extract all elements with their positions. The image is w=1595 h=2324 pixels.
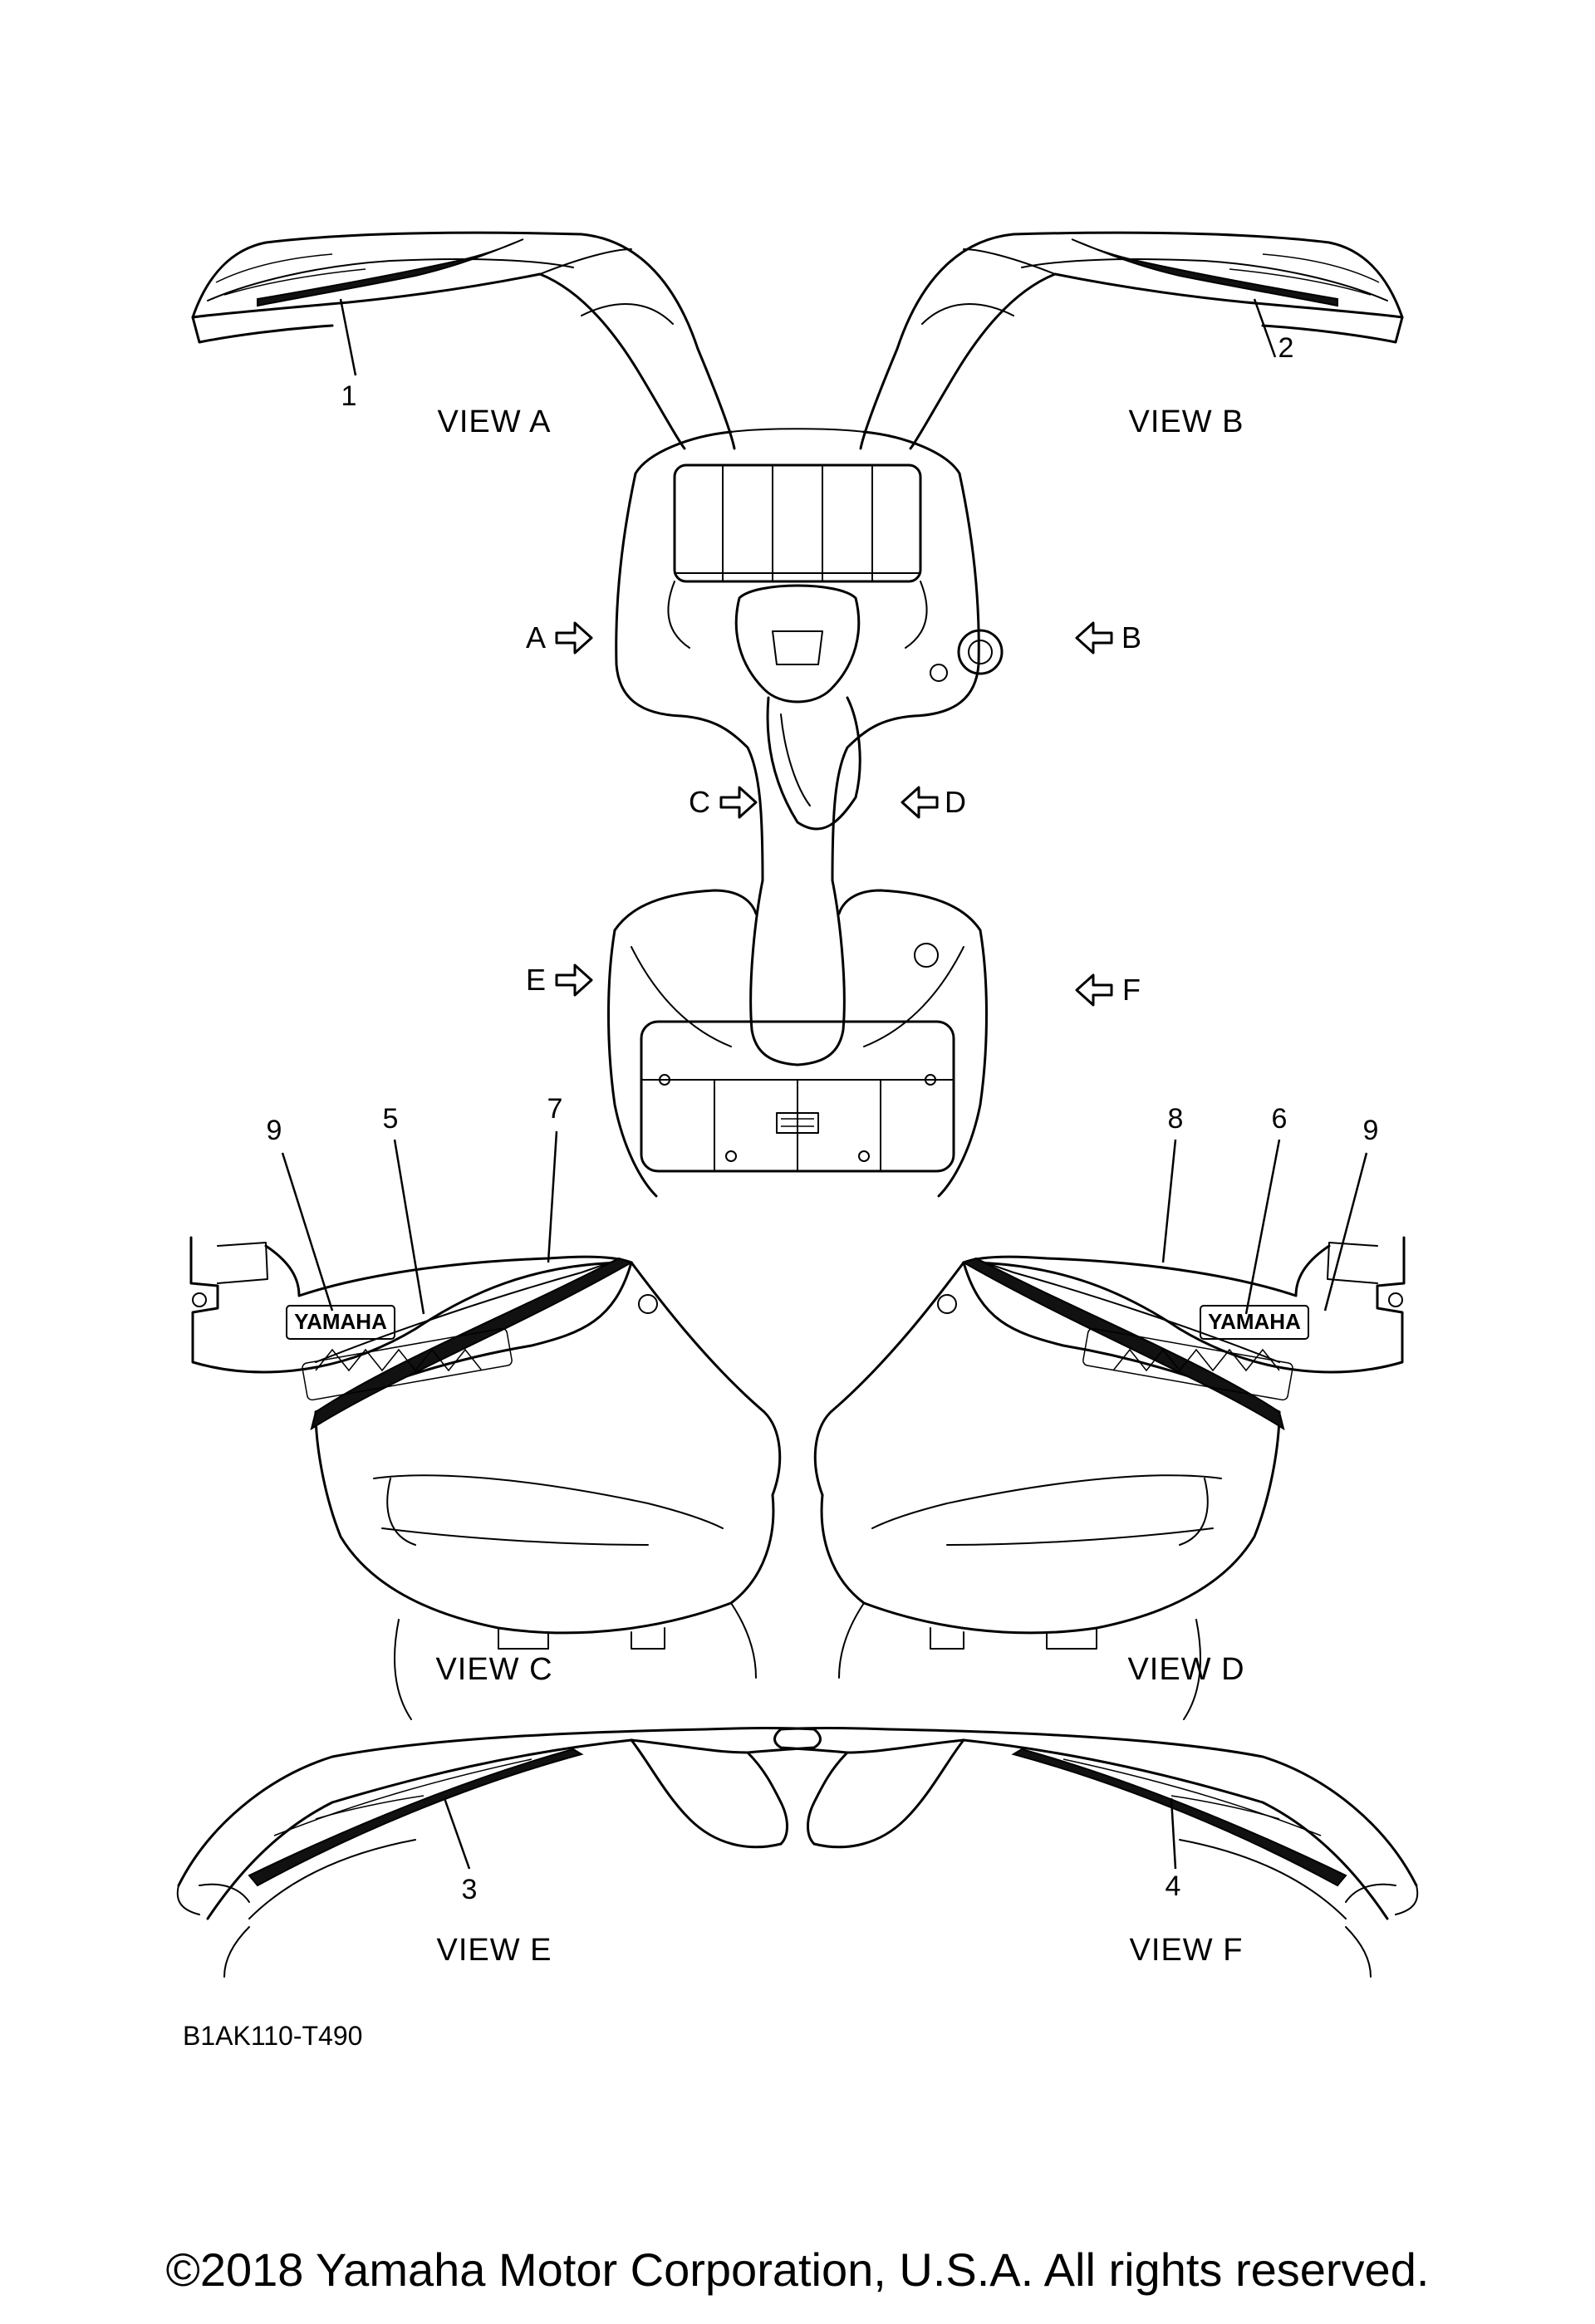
view-e-rear-fender: 3 VIEW E <box>176 1727 822 1978</box>
view-c-side-panel: YAMAHA 9 5 7 VIEW C <box>189 1093 782 1720</box>
view-d-side-panel <box>813 1139 1406 1720</box>
arrow-d: D <box>901 785 966 819</box>
callout-1: 1 <box>341 380 357 412</box>
view-a-label: VIEW A <box>438 404 552 439</box>
view-a-fender: 1 VIEW A <box>191 231 736 450</box>
view-c-label: VIEW C <box>435 1652 552 1687</box>
view-d-label: VIEW D <box>1127 1652 1244 1687</box>
callout-8: 8 <box>1168 1103 1184 1135</box>
callout-3: 3 <box>462 1874 478 1905</box>
callout-9-left: 9 <box>267 1115 282 1146</box>
arrow-d-letter: D <box>945 785 966 819</box>
arrow-e: E <box>526 963 593 997</box>
view-e-label: VIEW E <box>436 1933 552 1968</box>
arrow-e-letter: E <box>526 963 546 997</box>
arrow-c-letter: C <box>689 785 710 819</box>
callout-9-right: 9 <box>1363 1115 1379 1146</box>
callout-7: 7 <box>547 1093 563 1125</box>
view-d-yamaha-badge: YAMAHA <box>1208 1309 1301 1334</box>
view-f-rear-fender <box>773 1727 1419 1978</box>
callout-2: 2 <box>1278 332 1294 364</box>
view-b-label: VIEW B <box>1128 404 1244 439</box>
callout-5: 5 <box>383 1103 399 1135</box>
callout-6: 6 <box>1272 1103 1288 1135</box>
atv-top-view <box>607 428 1004 1198</box>
callout-4: 4 <box>1166 1870 1181 1902</box>
arrow-a-letter: A <box>526 620 546 655</box>
copyright-notice: ©2018 Yamaha Motor Corporation, U.S.A. A… <box>166 2243 1430 2296</box>
arrow-c: C <box>689 785 758 819</box>
arrow-b-letter: B <box>1121 620 1141 655</box>
view-b-fender <box>859 231 1404 450</box>
arrow-a: A <box>526 620 593 655</box>
arrow-f: F <box>1075 973 1141 1007</box>
view-c-yamaha-badge: YAMAHA <box>294 1309 387 1334</box>
diagram-code: B1AK110-T490 <box>183 2021 362 2051</box>
arrow-b: B <box>1075 620 1141 655</box>
arrow-f-letter: F <box>1122 973 1141 1007</box>
view-f-label: VIEW F <box>1130 1933 1244 1968</box>
